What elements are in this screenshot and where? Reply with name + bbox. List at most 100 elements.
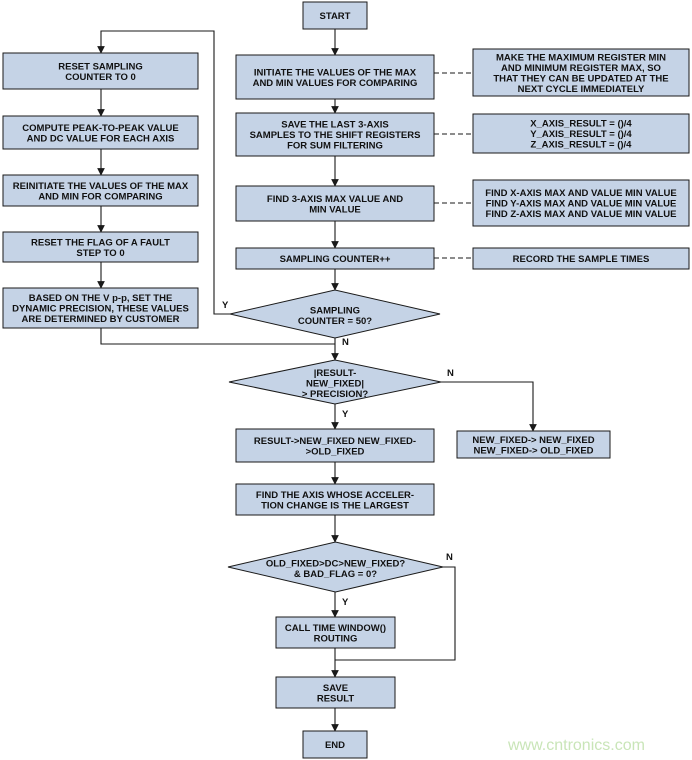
node-label-line: SAMPLING: [310, 305, 360, 316]
node-label-line: RESULT->NEW_FIXED NEW_FIXED-: [254, 436, 416, 447]
node-label-line: FIND Z-AXIS MAX AND VALUE MIN VALUE: [486, 209, 677, 220]
node-label-line: FIND Y-AXIS MAX AND VALUE MIN VALUE: [486, 199, 677, 210]
connectors: [97, 29, 537, 732]
node-box: [302, 1, 368, 30]
node-box: [456, 430, 611, 459]
node-box: [472, 179, 690, 227]
node-box: [235, 428, 435, 463]
node-box: [235, 54, 435, 100]
node-label-line: RECORD THE SAMPLE TIMES: [513, 254, 650, 265]
node-label-line: MIN VALUE: [309, 204, 361, 215]
connector-5: [97, 30, 230, 315]
node-decision-badflag: OLD_FIXED>DC>NEW_FIXED?& BAD_FLAG = 0?: [227, 541, 444, 593]
node-label-line: SAVE: [323, 683, 348, 694]
decision-diamond: [228, 359, 442, 405]
connector-13: [441, 381, 537, 432]
yes-label: Y: [222, 300, 229, 311]
node-box: [235, 112, 435, 157]
node-label-line: FIND 3-AXIS MAX VALUE AND: [267, 194, 403, 205]
node-note-find-axis: FIND X-AXIS MAX AND VALUE MIN VALUEFIND …: [472, 179, 690, 227]
node-note-axis-result: X_AXIS_RESULT = ()/4Y_AXIS_RESULT = ()/4…: [472, 113, 690, 154]
node-label-line: RESET SAMPLING: [58, 61, 142, 72]
node-label-line: SAVE THE LAST 3-AXIS: [281, 120, 389, 131]
node-label-line: FIND THE AXIS WHOSE ACCELER-: [256, 490, 414, 501]
no-label: N: [342, 337, 349, 348]
node-box: [302, 730, 368, 759]
node-box: [235, 247, 435, 270]
yes-label: Y: [342, 597, 349, 608]
node-label-line: AND MIN VALUES FOR COMPARING: [253, 78, 418, 89]
connector-10: [100, 328, 335, 345]
node-label-line: |RESULT-: [314, 368, 357, 379]
node-label-line: NEXT CYCLE IMMEDIATELY: [518, 84, 645, 95]
node-start: START: [302, 1, 368, 30]
node-box: [472, 247, 690, 270]
node-box: [275, 616, 396, 649]
node-label-line: CALL TIME WINDOW(): [285, 623, 386, 634]
node-label-line: COMPUTE PEAK-TO-PEAK VALUE: [22, 123, 178, 134]
node-call-time-window: CALL TIME WINDOW()ROUTING: [275, 616, 396, 649]
node-box: [235, 185, 435, 222]
node-box: [235, 483, 435, 516]
yes-label: Y: [342, 409, 349, 420]
node-box: [2, 52, 199, 90]
node-label-line: COUNTER = 50?: [298, 316, 372, 327]
node-label-line: INITIATE THE VALUES OF THE MAX: [254, 67, 417, 78]
node-label-line: TION CHANGE IS THE LARGEST: [261, 500, 409, 511]
node-label-line: SAMPLING COUNTER++: [280, 254, 391, 265]
node-label-line: RESET THE FLAG OF A FAULT: [31, 237, 170, 248]
node-box: [2, 231, 199, 263]
node-box: [472, 48, 690, 97]
node-label-line: ARE DETERMINED BY CUSTOMER: [22, 314, 180, 325]
node-label-line: NEW_FIXED-> NEW_FIXED: [472, 435, 594, 446]
node-label-line: END: [325, 740, 345, 751]
node-label-line: NEW_FIXED-> OLD_FIXED: [473, 445, 593, 456]
node-box: [2, 287, 199, 329]
node-label-line: >OLD_FIXED: [306, 446, 365, 457]
decision-diamond: [229, 289, 441, 339]
node-label-line: THAT THEY CAN BE UPDATED AT THE: [493, 73, 668, 84]
node-note-record: RECORD THE SAMPLE TIMES: [472, 247, 690, 270]
node-end: END: [302, 730, 368, 759]
node-box: [2, 115, 199, 150]
node-label-line: RESULT: [317, 693, 354, 704]
node-label-line: AND DC VALUE FOR EACH AXIS: [27, 133, 175, 144]
node-label-line: OLD_FIXED>DC>NEW_FIXED?: [266, 558, 406, 569]
node-decision-result: |RESULT-NEW_FIXED|> PRECISION?: [228, 359, 442, 405]
node-label-line: AND MINIMUM REGISTER MAX, SO: [501, 63, 661, 74]
node-label-line: & BAD_FLAG = 0?: [294, 569, 377, 580]
node-label-line: NEW_FIXED|: [306, 379, 364, 390]
no-label: N: [446, 552, 453, 563]
node-label-line: DYNAMIC PRECISION, THESE VALUES: [12, 304, 189, 315]
node-label-line: FIND X-AXIS MAX AND VALUE MIN VALUE: [485, 188, 676, 199]
decision-diamond: [227, 541, 444, 593]
node-box: [2, 174, 199, 207]
node-label-line: SAMPLES TO THE SHIFT REGISTERS: [250, 130, 421, 141]
node-label-line: REINITIATE THE VALUES OF THE MAX: [13, 181, 189, 192]
node-label-line: ROUTING: [314, 633, 358, 644]
connector-17: [335, 566, 456, 661]
node-label-line: MAKE THE MAXIMUM REGISTER MIN: [496, 52, 666, 63]
node-label-line: > PRECISION?: [302, 389, 368, 400]
node-label-line: BASED ON THE V p-p, SET THE: [29, 293, 173, 304]
node-label-line: Y_AXIS_RESULT = ()/4: [530, 129, 632, 140]
node-label-line: AND MIN FOR COMPARING: [38, 191, 162, 202]
node-label-line: FOR SUM FILTERING: [287, 141, 383, 152]
node-label-line: X_AXIS_RESULT = ()/4: [530, 119, 632, 130]
watermark: www.cntronics.com: [507, 737, 645, 754]
node-box: [275, 676, 396, 709]
